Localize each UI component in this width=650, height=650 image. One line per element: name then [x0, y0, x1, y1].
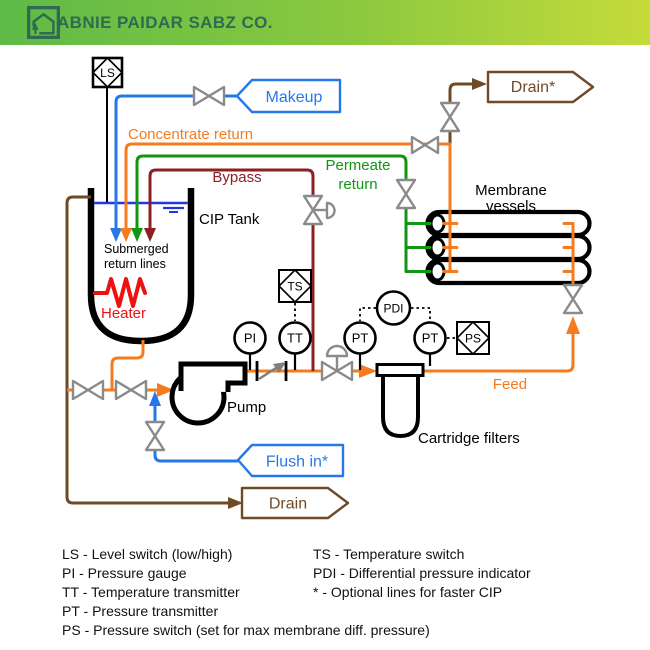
feed-control-valve: [320, 344, 354, 382]
instrument-tt: TT: [278, 321, 312, 355]
signal-lines: [106, 87, 456, 370]
pump-symbol: [169, 361, 248, 426]
svg-text:PS: PS: [465, 332, 481, 346]
flush-in-valve: [144, 420, 166, 452]
instrument-ls: LS: [91, 56, 124, 89]
svg-text:vessels: vessels: [486, 198, 536, 215]
drain-piping: [65, 78, 487, 509]
svg-text:PT: PT: [422, 331, 439, 346]
instruments: LS TS PS PI TT PT: [91, 56, 491, 356]
svg-text:Makeup: Makeup: [266, 89, 323, 106]
membrane-feed-valve: [562, 283, 584, 315]
equipment-labels: CIP Tank Submerged return lines Heater P…: [101, 182, 547, 447]
svg-text:return lines: return lines: [104, 257, 166, 271]
heater-coil-icon: [93, 277, 147, 308]
svg-text:TS: TS: [287, 280, 302, 294]
tank-suction-valve: [114, 379, 148, 401]
instrument-pt-1: PT: [343, 321, 377, 355]
legend-item: LS - Level switch (low/high): [62, 546, 233, 562]
legend-item: * - Optional lines for faster CIP: [313, 584, 503, 600]
flag-drain-top: Drain*: [486, 70, 595, 104]
svg-text:PI: PI: [244, 331, 256, 346]
concentrate-return-line: [124, 142, 450, 230]
legend-item: TT - Temperature transmitter: [62, 584, 240, 600]
permeate-piping: [131, 154, 408, 272]
drain-arrow: [228, 497, 243, 509]
makeup-return-arrow: [110, 228, 122, 242]
flag-flush-in: Flush in*: [236, 443, 345, 478]
tank-outlet-line: [110, 340, 145, 390]
legend-item: PS - Pressure switch (set for max membra…: [62, 622, 430, 638]
legend-item: PDI - Differential pressure indicator: [313, 565, 531, 581]
instrument-pt-2: PT: [413, 321, 447, 355]
vessel-manifolds: [404, 142, 575, 288]
feed-line: [379, 333, 575, 373]
filter-lid: [375, 363, 425, 377]
instrument-ts: TS: [277, 268, 313, 304]
permeate-return-label: Permeate: [325, 157, 390, 174]
drain-suction-valve: [71, 379, 105, 401]
membrane-vessels-label: Membrane: [475, 182, 547, 199]
svg-text:PDI: PDI: [383, 302, 403, 316]
heater-label: Heater: [101, 305, 146, 322]
submerged-label: Submerged: [104, 242, 169, 256]
membrane-vessels: [425, 209, 592, 286]
svg-text:Flush in*: Flush in*: [266, 454, 328, 471]
svg-text:return: return: [338, 176, 377, 193]
cartridge-filters-label: Cartridge filters: [418, 430, 520, 447]
legend-item: TS - Temperature switch: [313, 546, 465, 562]
feed-label: Feed: [493, 376, 527, 393]
legend-left-column: LS - Level switch (low/high) PI - Pressu…: [62, 545, 430, 640]
feed-arrow: [359, 364, 377, 378]
svg-text:Drain*: Drain*: [511, 79, 555, 96]
svg-text:LS: LS: [100, 66, 115, 80]
check-valve: [255, 361, 288, 381]
makeup-valve: [192, 85, 226, 107]
flag-drain-bottom: Drain: [240, 486, 350, 520]
instrument-pdi: PDI: [375, 290, 412, 326]
bypass-piping: [144, 168, 315, 371]
company-header: ABNIE PAIDAR SABZ CO.: [0, 0, 650, 45]
bypass-label: Bypass: [212, 169, 261, 186]
bypass-valve: [302, 194, 336, 226]
pump-label: Pump: [227, 399, 266, 416]
instrument-pi: PI: [233, 321, 267, 355]
svg-text:PT: PT: [352, 331, 369, 346]
flush-in-arrow: [149, 391, 161, 406]
concentrate-return-label: Concentrate return: [128, 126, 253, 143]
valves: [71, 85, 584, 452]
permeate-return-valve: [395, 178, 417, 210]
makeup-flush-piping: [110, 94, 238, 463]
svg-text:TT: TT: [287, 331, 303, 346]
drain-top-valve: [439, 101, 461, 133]
legend-item: PI - Pressure gauge: [62, 565, 187, 581]
cartridge-filter: [375, 363, 425, 439]
tank-shell: [87, 188, 195, 345]
cip-tank-label: CIP Tank: [199, 211, 260, 228]
flow-flags: Makeup Drain* Flush in* Drain: [235, 70, 595, 520]
pine-tree-icon: [31, 22, 39, 30]
legend-item: PT - Pressure transmitter: [62, 603, 219, 619]
feed-up-arrow: [566, 316, 580, 334]
concentrate-return-valve: [410, 135, 440, 155]
legend-right-column: TS - Temperature switch PDI - Differenti…: [313, 545, 531, 602]
drain-top-arrow: [472, 78, 487, 90]
stream-labels: Concentrate return Permeate return Bypas…: [128, 126, 527, 393]
company-logo-icon: [27, 6, 60, 39]
dotted-signal-lines: [294, 303, 456, 339]
cip-tank: [87, 188, 195, 345]
svg-text:Drain: Drain: [269, 496, 307, 513]
flag-makeup: Makeup: [235, 78, 342, 114]
suction-arrow: [157, 383, 174, 397]
company-name: ABNIE PAIDAR SABZ CO.: [57, 12, 273, 32]
instrument-ps: PS: [455, 320, 491, 356]
